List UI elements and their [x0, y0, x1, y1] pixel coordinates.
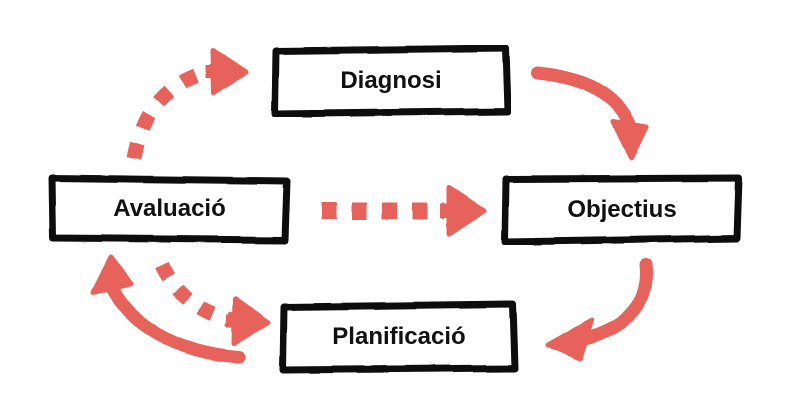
node-planificacio-label: Planificació: [332, 323, 466, 350]
arrow-avaluacio-to-planificacio: [155, 261, 271, 346]
arrow-objectius-to-planificacio: [545, 257, 653, 362]
node-avaluacio[interactable]: Avaluació: [48, 173, 291, 244]
node-objectius-label: Objectius: [567, 195, 677, 223]
arrow-avaluacio-to-diagnosi: [126, 47, 249, 160]
arrow-avaluacio-to-objectius: [322, 185, 487, 237]
arrow-diagnosi-to-objectius: [531, 66, 649, 161]
arrow-planificacio-to-avaluacio: [90, 254, 246, 364]
node-avaluacio-label: Avaluació: [113, 194, 226, 222]
node-diagnosi[interactable]: Diagnosi: [271, 45, 511, 117]
node-diagnosi-label: Diagnosi: [340, 67, 442, 94]
node-planificacio[interactable]: Planificació: [279, 300, 519, 374]
node-objectius[interactable]: Objectius: [501, 174, 743, 245]
